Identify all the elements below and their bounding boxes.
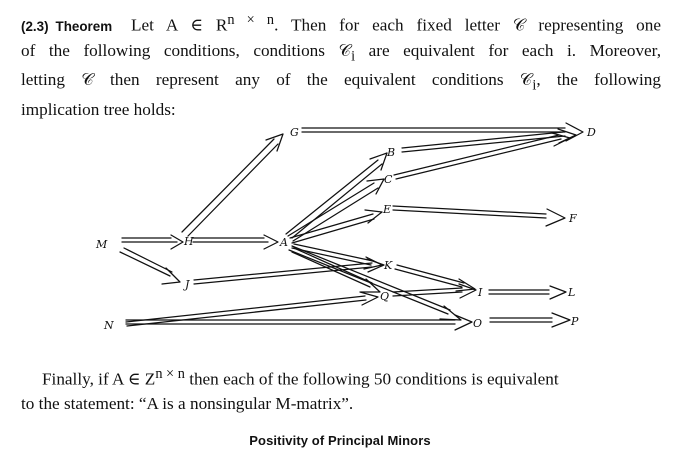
edge-E-F [392,209,547,219]
edge-M-J [119,251,171,277]
node-H: H [183,235,194,248]
edge-A-Q-upper [293,247,373,284]
node-labels: M H J A G B C E K Q N I O D F L P [95,126,596,332]
edge-H-G-arrow [265,133,284,152]
node-L: L [567,286,575,299]
edge-C-D-upper [393,134,560,176]
edge-A-E-lower [291,218,375,244]
node-C: C [384,173,393,186]
node-M: M [95,238,108,251]
final-line-1-superscript: n × n [155,366,185,382]
theorem-number: (2.3) [21,18,49,34]
node-P: P [570,315,579,328]
theorem-line-4: implication tree holds: [21,99,176,119]
theorem-line-3-text: letting 𝒞 then represent any of the equi… [21,70,533,90]
edge-A-C-lower [292,187,379,242]
edge-B-D [401,135,566,153]
edge-A-C [287,182,375,237]
theorem-paragraph: (2.3) Theorem Let A ∈ Rn × n. Then for ea… [21,8,661,122]
node-B: B [386,146,395,159]
theorem-line-1-rest: . Then for each fixed letter 𝒞 represent… [274,15,661,35]
edge-K-I [394,268,463,288]
edge-E-F-arrow [545,208,566,227]
edge-A-E [289,213,374,239]
edge-H-A-arrow [263,234,279,250]
theorem-line-1-superscript: n × n [227,12,275,28]
final-line-1-rest: then each of the following 50 conditions… [184,369,559,389]
edge-A-B-arrow [369,152,388,171]
edge-M-J-arrow [161,267,181,285]
node-F: F [568,212,577,225]
edge-A-B-lower [291,163,383,239]
section-heading: Positivity of Principal Minors [249,433,431,448]
theorem-line-3: letting 𝒞 then represent any of the equi… [21,68,661,97]
edge-I-L-arrow [549,285,567,300]
edge-J-K [193,266,373,285]
edge-A-C-arrow [366,178,385,195]
theorem-line-1-text: Let A ∈ R [131,15,228,35]
theorem-line-2-text: of the following conditions, conditions … [21,40,352,60]
edge-Q-I [392,291,463,297]
edge-A-O-upper [291,245,451,311]
edge-M-H-arrow [170,234,184,250]
final-line-1: Finally, if A ∈ Zn × n then each of the … [21,362,661,392]
final-line-1-text: Finally, if A ∈ Z [42,369,156,389]
edge-A-K-upper [293,243,374,262]
theorem-label: Theorem [55,18,113,34]
edge-J-K-arrow [366,258,385,273]
node-N: N [103,319,114,332]
edge-E-F-upper [392,205,547,215]
edge-O-P-arrow [551,312,571,328]
node-J: J [183,278,190,291]
edge-A-O [288,249,449,315]
edge-C-D [395,138,562,180]
edge-H-G-lower [187,143,279,237]
node-E: E [382,203,391,216]
edge-N-Q-upper [125,295,366,323]
theorem-line-3-subscript: i [532,77,537,94]
edge-C-D-arrow [551,132,571,147]
edge-G-D-arrow [565,122,584,142]
edge-A-B [285,159,379,235]
node-Q: Q [380,290,389,303]
theorem-line-2-subscript: i [351,48,356,65]
edge-Q-I-arrow [458,283,477,299]
edge-N-O-arrow [454,314,473,331]
edge-M-J-upper [123,247,173,273]
edge-B-D-upper [401,131,564,149]
node-O: O [473,317,482,330]
node-D: D [586,126,596,139]
theorem-line-3-rest: , the following [536,70,661,90]
node-G: G [290,126,299,139]
edge-H-G [181,138,275,233]
node-A: A [279,236,288,249]
edge-A-Q [291,251,371,288]
edge-K-I-upper [396,264,465,284]
edge-A-E-arrow [364,209,383,224]
theorem-line-1: (2.3) Theorem Let A ∈ Rn × n. Then for ea… [21,8,661,39]
final-paragraph: Finally, if A ∈ Zn × n then each of the … [21,362,661,416]
node-K: K [383,259,393,272]
edge-N-Q [126,299,367,327]
final-line-2: to the statement: “A is a nonsingular M-… [21,393,354,413]
edge-A-O-arrow [439,305,462,321]
theorem-line-2-rest: are equivalent for each i. Moreover, [355,40,662,60]
edge-N-Q-arrow [359,291,379,306]
theorem-line-2: of the following conditions, conditions … [21,39,661,68]
node-I: I [477,286,483,299]
